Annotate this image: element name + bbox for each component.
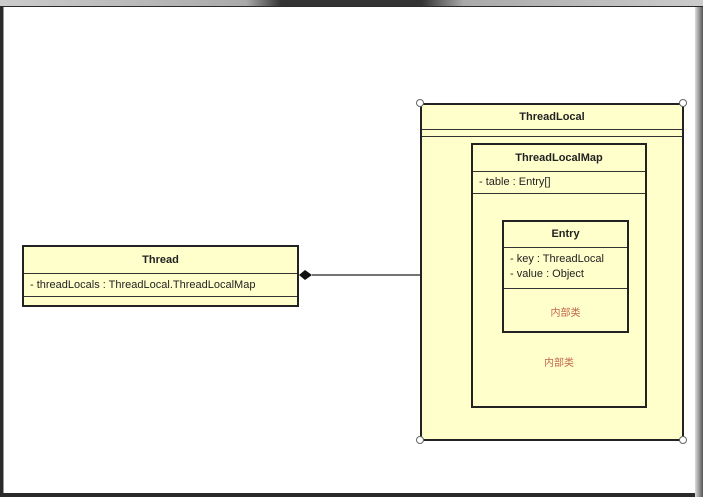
inner-class-note: 内部类 <box>550 308 581 319</box>
composition-diamond-icon <box>299 270 312 280</box>
resize-handle[interactable] <box>416 99 424 107</box>
attribute-section <box>422 130 682 137</box>
attribute-section: - key : ThreadLocal - value : Object <box>504 248 627 289</box>
class-name: Thread <box>24 247 297 274</box>
attribute: - threadLocals : ThreadLocal.ThreadLocal… <box>24 274 297 297</box>
class-name: ThreadLocalMap <box>473 145 645 172</box>
class-entry[interactable]: Entry - key : ThreadLocal - value : Obje… <box>502 220 629 333</box>
resize-handle[interactable] <box>679 99 687 107</box>
inner-class-note: 内部类 <box>544 358 574 369</box>
class-thread[interactable]: Thread - threadLocals : ThreadLocal.Thre… <box>22 245 299 307</box>
resize-handle[interactable] <box>679 436 687 444</box>
attribute: - key : ThreadLocal <box>510 253 604 265</box>
class-name: ThreadLocal <box>422 105 682 130</box>
top-bar <box>0 0 703 6</box>
class-name: Entry <box>504 222 627 248</box>
window-edge <box>695 7 703 497</box>
attribute: - value : Object <box>510 268 584 280</box>
attribute: - table : Entry[] <box>473 172 645 194</box>
resize-handle[interactable] <box>416 436 424 444</box>
